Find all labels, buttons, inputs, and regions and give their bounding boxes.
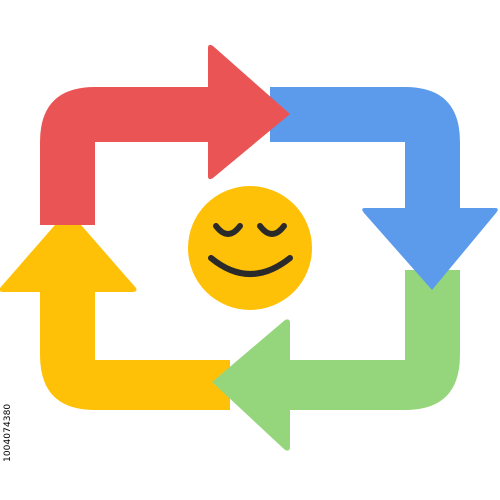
up-arrow-yellow	[0, 210, 230, 410]
bottom-bar-green	[250, 270, 460, 410]
down-arrow-head-blue	[362, 208, 498, 290]
up-arrow-head-yellow	[0, 210, 137, 292]
down-arrow-blue	[270, 87, 498, 290]
left-arrow-green	[212, 270, 460, 451]
stock-id-text: 1004074380	[3, 403, 13, 462]
left-arrow-head-green	[212, 319, 290, 451]
smile-mouth	[208, 255, 293, 277]
top-bar-red	[40, 87, 240, 225]
right-closed-eye	[257, 223, 287, 237]
left-closed-eye	[213, 223, 243, 237]
right-arrow-head-red	[208, 44, 290, 180]
face-circle	[188, 186, 312, 310]
right-arrow-red	[40, 44, 290, 225]
calm-face	[188, 186, 312, 310]
